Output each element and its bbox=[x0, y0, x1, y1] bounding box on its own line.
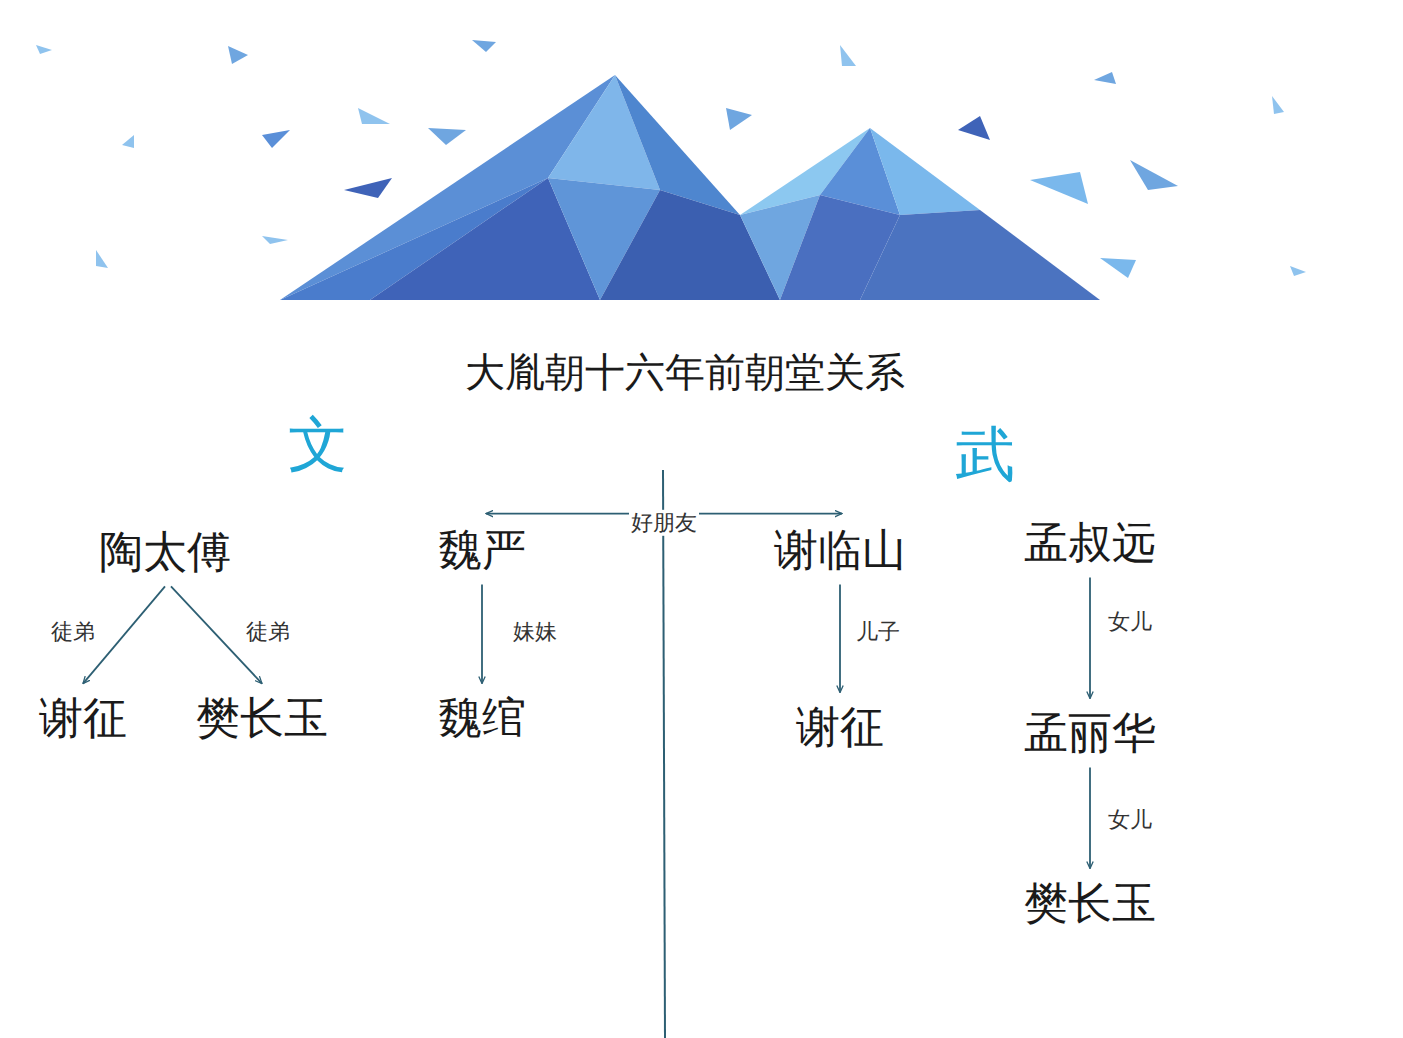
person-node: 樊长玉 bbox=[192, 690, 332, 747]
relation-label: 儿子 bbox=[854, 619, 902, 645]
relation-label: 徒弟 bbox=[244, 619, 292, 645]
section-label: 武 bbox=[955, 415, 1015, 496]
relation-label: 女儿 bbox=[1106, 609, 1154, 635]
relation-arrow bbox=[1089, 767, 1091, 868]
section-label: 文 bbox=[288, 405, 348, 486]
relation-label: 妹妹 bbox=[511, 619, 559, 645]
relation-label: 徒弟 bbox=[49, 619, 97, 645]
person-name: 魏绾 bbox=[438, 692, 526, 745]
person-name: 樊长玉 bbox=[1024, 877, 1156, 930]
person-name: 孟丽华 bbox=[1024, 707, 1156, 760]
person-name: 谢征 bbox=[39, 692, 127, 745]
person-name: 陶太傅 bbox=[99, 526, 231, 579]
person-node: 魏绾 bbox=[434, 690, 530, 747]
relation-arrow bbox=[839, 584, 841, 692]
person-name: 谢临山 bbox=[774, 524, 906, 577]
person-node: 谢征 bbox=[35, 690, 131, 747]
relation-arrow bbox=[481, 584, 483, 683]
diagram-title: 大胤朝十六年前朝堂关系 bbox=[465, 345, 905, 400]
person-name: 魏严 bbox=[438, 524, 526, 577]
person-node: 谢临山 bbox=[770, 522, 910, 579]
mountain bbox=[280, 75, 1100, 300]
person-name: 孟叔远 bbox=[1024, 517, 1156, 570]
person-node: 孟丽华 bbox=[1020, 705, 1160, 762]
person-name: 谢征 bbox=[796, 701, 884, 754]
relation-arrow bbox=[1089, 577, 1091, 698]
person-node: 樊长玉 bbox=[1020, 875, 1160, 932]
relation-label: 好朋友 bbox=[629, 510, 699, 536]
relation-label: 女儿 bbox=[1106, 807, 1154, 833]
person-node: 谢征 bbox=[792, 699, 888, 756]
divider-line bbox=[663, 470, 665, 1038]
scattered-triangles bbox=[36, 40, 1306, 278]
person-name: 樊长玉 bbox=[196, 692, 328, 745]
person-node: 陶太傅 bbox=[95, 524, 235, 581]
person-node: 孟叔远 bbox=[1020, 515, 1160, 572]
person-node: 魏严 bbox=[434, 522, 530, 579]
